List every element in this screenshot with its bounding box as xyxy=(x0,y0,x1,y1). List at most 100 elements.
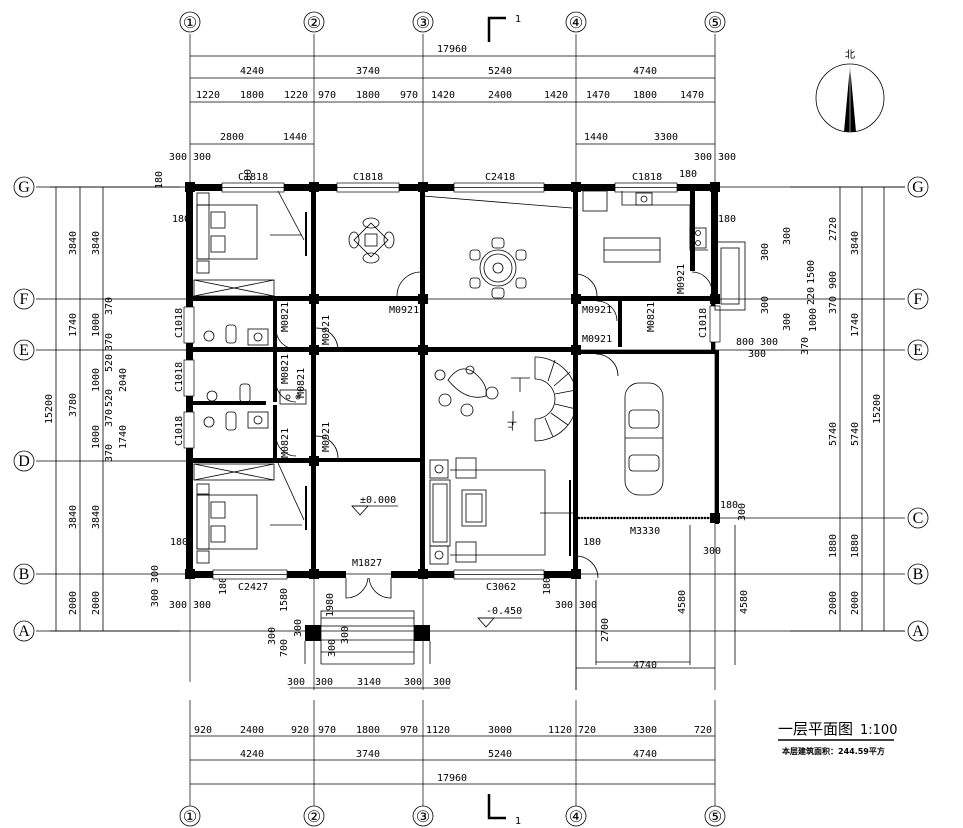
dim-seg: 2700 xyxy=(600,618,611,642)
dim-seg: 300 xyxy=(760,243,771,261)
living-room xyxy=(429,457,546,565)
door-label: M0821 xyxy=(646,302,657,332)
dimension-text-right: 15200 3840 1740 5740 1880 2000 2720 1500… xyxy=(736,217,883,615)
dim-total: 15200 xyxy=(44,394,55,424)
north-arrow: 北 xyxy=(815,49,885,133)
axis-label: ① xyxy=(183,15,197,32)
door-label: M0821 xyxy=(280,428,291,458)
axis-label: ⑤ xyxy=(708,15,722,32)
section-number: 1 xyxy=(515,816,521,827)
dim-seg: 180 xyxy=(679,169,697,180)
window-label: C1018 xyxy=(174,308,185,338)
window-label: C2427 xyxy=(238,582,268,593)
dim-seg: 2000 xyxy=(850,591,861,615)
section-mark-bottom: 1 xyxy=(487,794,521,827)
window-label: C1818 xyxy=(238,172,268,183)
dim-seg: 300 xyxy=(327,639,338,657)
dining-table xyxy=(422,195,573,299)
door-label: M1827 xyxy=(352,558,382,569)
dim-step: 300 xyxy=(287,677,305,688)
dim-seg: 2720 xyxy=(828,217,839,241)
dim-seg: 1420 xyxy=(431,90,455,101)
door-label: M0921 xyxy=(582,334,612,345)
drawing-scale: 1:100 xyxy=(860,723,897,738)
dim-seg: 1000 xyxy=(808,308,819,332)
dim-seg: 900 xyxy=(828,271,839,289)
dim-seg: 1740 xyxy=(850,313,861,337)
car xyxy=(624,382,664,496)
dim-step: 3140 xyxy=(357,677,381,688)
dim-seg: 1120 xyxy=(426,725,450,736)
dim-seg: 700 xyxy=(279,639,290,657)
dim-seg: 300 xyxy=(782,313,793,331)
axis-label: ③ xyxy=(416,15,430,32)
dim-seg: 1800 xyxy=(240,90,264,101)
dim-seg: 300 xyxy=(293,619,304,637)
axis-label: F xyxy=(20,291,29,308)
north-label: 北 xyxy=(845,49,855,61)
dim-seg: 300 300 xyxy=(150,565,161,607)
bedroom-north xyxy=(193,192,302,297)
dim-bay: 4240 xyxy=(240,66,264,77)
axis-label: A xyxy=(912,623,924,640)
axis-label: ② xyxy=(307,809,321,826)
dim-seg: 1880 xyxy=(850,534,861,558)
dim-seg: 220 xyxy=(806,287,817,305)
dimensions-right xyxy=(790,186,905,632)
dim-seg: 370 xyxy=(828,296,839,314)
dim-seg: 300 xyxy=(760,296,771,314)
dim-seg: 300 xyxy=(703,546,721,557)
window-label: C2418 xyxy=(485,172,515,183)
door-label: M0821 xyxy=(280,354,291,384)
axis-label: F xyxy=(914,291,923,308)
lounge-set xyxy=(434,365,499,417)
dim-seg: 180 xyxy=(218,577,229,595)
dimension-text-bottom: 920 2400 920 970 1800 970 1120 3000 1120… xyxy=(194,677,712,784)
dim-total: 17960 xyxy=(437,44,467,55)
dim-seg: 720 xyxy=(578,725,596,736)
door-label: M0921 xyxy=(321,422,332,452)
dimension-text-left: 15200 3840 1740 3780 3840 2000 3840 3840… xyxy=(44,231,129,615)
door-label: M0921 xyxy=(389,305,419,316)
bedroom-south xyxy=(193,463,302,564)
door-label: M0821 xyxy=(296,368,307,398)
dim-seg: 370 xyxy=(104,297,115,315)
axis-grid xyxy=(36,34,905,806)
window-label: C1818 xyxy=(353,172,383,183)
axis-bubbles-bottom: ① ② ③ ④ ⑤ xyxy=(179,805,726,827)
dim-corner: 300 300 xyxy=(694,152,736,163)
area-note: 本层建筑面积：244.59平方 xyxy=(781,746,885,756)
window-label: C1018 xyxy=(174,416,185,446)
dim-seg: 180 xyxy=(172,214,190,225)
section-mark-top: 1 xyxy=(487,14,521,42)
kitchen xyxy=(582,190,746,311)
dim-seg: 300 xyxy=(782,227,793,245)
dim-seg: 180 xyxy=(243,169,254,187)
dim-seg: 3840 xyxy=(91,505,102,529)
axis-label: G xyxy=(912,179,924,196)
spiral-stair xyxy=(511,356,578,442)
dim-seg: 5740 xyxy=(850,422,861,446)
dim-seg: 970 xyxy=(400,725,418,736)
axis-label: ① xyxy=(183,809,197,826)
axis-label: G xyxy=(18,179,30,196)
dim-seg: 3840 xyxy=(91,231,102,255)
dim-step: 300 xyxy=(404,677,422,688)
dim-seg: 180 xyxy=(170,537,188,548)
door-swings xyxy=(275,190,713,599)
axis-label: A xyxy=(18,623,30,640)
dim-seg: 1740 xyxy=(118,425,129,449)
window-mullions xyxy=(213,187,677,575)
axis-label: B xyxy=(913,566,924,583)
axis-label: ⑤ xyxy=(708,809,722,826)
axis-bubbles-right: G F E C B A xyxy=(907,176,929,642)
dim-seg: 1800 xyxy=(356,90,380,101)
dim-seg: 3300 xyxy=(633,725,657,736)
dim-step: 300 xyxy=(315,677,333,688)
door-label: M0921 xyxy=(582,305,612,316)
dim-seg: 300 xyxy=(748,349,766,360)
entrance-steps xyxy=(304,610,431,665)
dim-seg: 1220 xyxy=(284,90,308,101)
dim-seg: 2400 xyxy=(240,725,264,736)
dim-seg: 3300 xyxy=(654,132,678,143)
